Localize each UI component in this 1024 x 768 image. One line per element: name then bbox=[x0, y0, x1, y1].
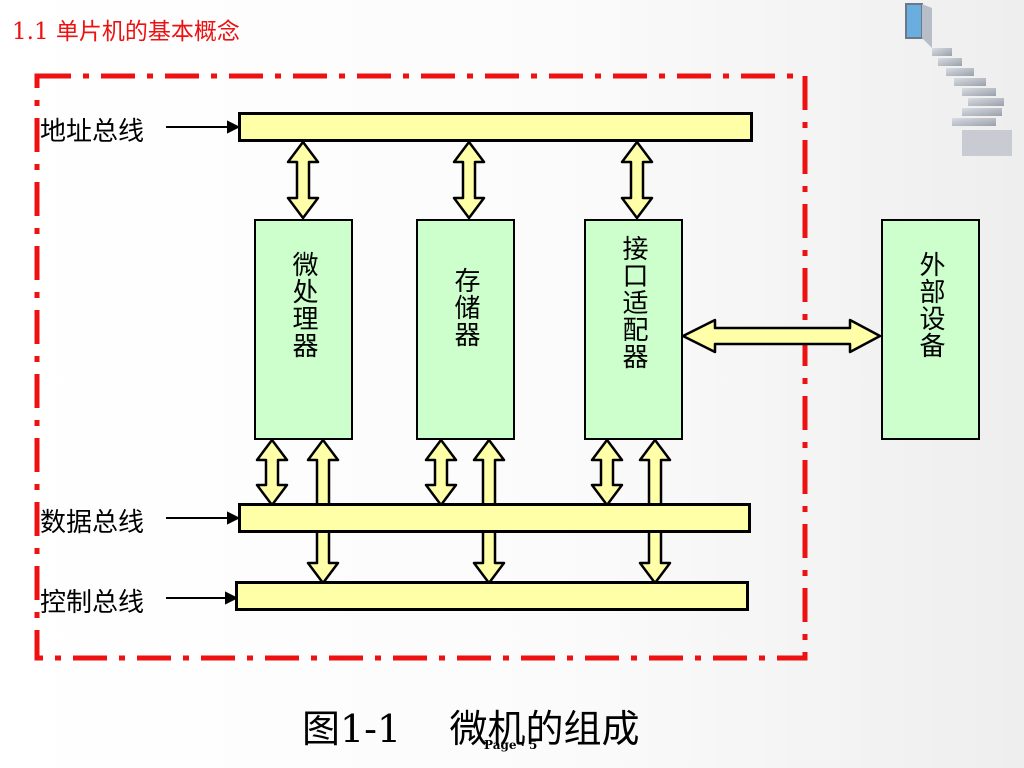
control-bus-label: 控制总线 bbox=[40, 588, 145, 618]
address-bus bbox=[238, 112, 753, 142]
page-number: Page · 5 bbox=[484, 738, 538, 752]
data-bus bbox=[238, 503, 751, 533]
slide-title: 1.1 单片机的基本概念 bbox=[12, 19, 240, 45]
io-adapter-label: 接口适配器 bbox=[618, 235, 648, 370]
memory-box: 存储器 bbox=[416, 219, 515, 440]
cpu-data-arrow bbox=[255, 438, 289, 507]
data-bus-label: 数据总线 bbox=[40, 508, 145, 538]
address-bus-label: 地址总线 bbox=[40, 117, 145, 147]
figure-caption: 图1-1 微机的组成 bbox=[302, 707, 640, 751]
cpu-address-arrow bbox=[286, 140, 320, 220]
io-data-arrow bbox=[590, 438, 624, 507]
external-link-arrow bbox=[681, 318, 882, 354]
io-address-arrow bbox=[620, 140, 654, 220]
control-bus bbox=[235, 581, 749, 611]
cpu-box: 微处理器 bbox=[254, 219, 353, 440]
external-device-label: 外部设备 bbox=[915, 251, 945, 359]
io-adapter-box: 接口适配器 bbox=[584, 219, 683, 440]
external-device-box: 外部设备 bbox=[881, 219, 980, 440]
memory-data-arrow bbox=[424, 438, 458, 507]
memory-address-arrow bbox=[452, 140, 486, 220]
system-boundary bbox=[34, 73, 808, 661]
memory-label: 存储器 bbox=[450, 267, 480, 348]
staircase-decoration bbox=[905, 3, 1012, 156]
cpu-label: 微处理器 bbox=[288, 251, 318, 359]
